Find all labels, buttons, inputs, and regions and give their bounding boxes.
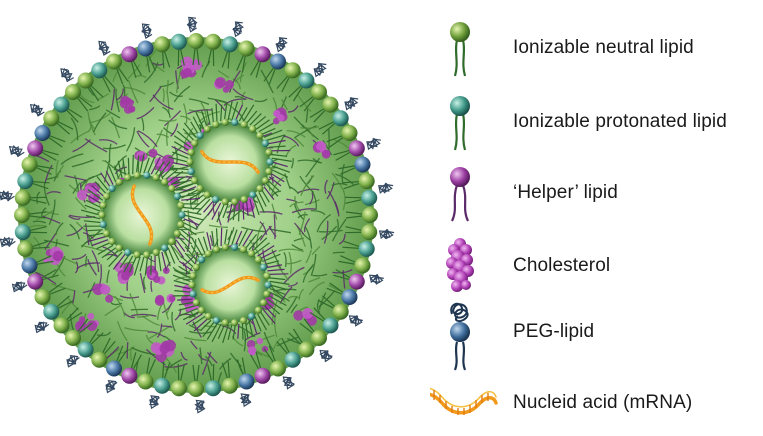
peg-coils	[0, 16, 395, 414]
mrna-vesicle	[80, 153, 204, 276]
legend: Ionizable neutral lipid Ionizable proton…	[430, 0, 763, 436]
helper-lipid-icon	[450, 167, 470, 222]
legend-item-cholesterol: Cholesterol	[430, 236, 763, 296]
legend-label: Nucleid acid (mRNA)	[513, 392, 693, 413]
legend-item-ionizable-neutral: Ionizable neutral lipid	[430, 18, 763, 78]
legend-item-mrna: Nucleid acid (mRNA)	[430, 373, 763, 433]
legend-label: ‘Helper’ lipid	[513, 182, 618, 203]
cholesterol-icon	[446, 238, 474, 292]
legend-label: Ionizable neutral lipid	[513, 37, 694, 58]
legend-item-ionizable-protonated: Ionizable protonated lipid	[430, 92, 763, 152]
legend-item-helper: ‘Helper’ lipid	[430, 163, 763, 223]
legend-label: Cholesterol	[513, 255, 611, 276]
ionizable-neutral-lipid-icon	[450, 22, 470, 77]
ionizable-protonated-lipid-icon	[450, 96, 470, 151]
lipid-nanoparticle-illustration	[0, 16, 395, 414]
peg-lipid-icon	[450, 302, 470, 371]
mrna-vesicles	[80, 101, 292, 344]
legend-label: PEG-lipid	[513, 321, 595, 342]
lipid-shell	[14, 33, 378, 397]
mrna-vesicle	[168, 101, 292, 223]
legend-item-peg: PEG-lipid	[430, 302, 763, 371]
mrna-vesicle	[172, 227, 290, 344]
legend-label: Ionizable protonated lipid	[513, 111, 727, 132]
mrna-icon	[430, 387, 498, 415]
